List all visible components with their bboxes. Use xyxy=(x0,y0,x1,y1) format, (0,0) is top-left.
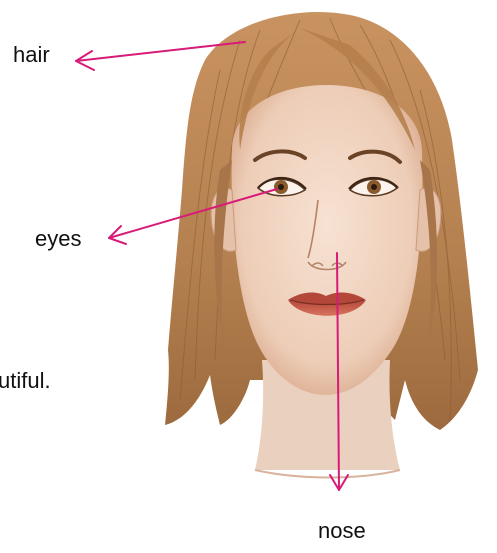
hair-label: hair xyxy=(13,44,50,66)
eyes-label: eyes xyxy=(35,228,81,250)
nose-label: nose xyxy=(318,520,366,542)
partial-text: utiful. xyxy=(0,370,51,392)
